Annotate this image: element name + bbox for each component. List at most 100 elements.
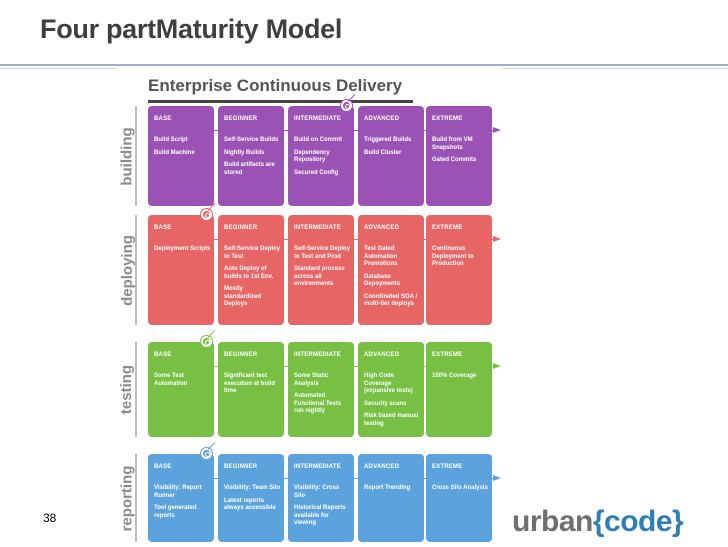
cell-item: Historical Reports available for viewing — [294, 505, 346, 526]
cell-items: Significant test execution at build time — [224, 373, 281, 401]
target-icon — [201, 336, 212, 347]
cell-item: Secured Config — [294, 169, 339, 176]
cell-items: Deployment Scripts — [154, 246, 211, 259]
target-dart-icon — [207, 442, 216, 450]
cell-item: Security scans — [364, 400, 407, 407]
cell-items: Report Trending — [364, 485, 421, 498]
cell-heading: ADVANCED — [364, 352, 400, 358]
maturity-cell: ADVANCED Report Trending — [358, 454, 424, 542]
cell-item: Some Test Automation — [154, 373, 188, 387]
cell-item: Tool generated reports — [154, 505, 197, 519]
title-divider — [0, 64, 728, 66]
cell-heading: ADVANCED — [364, 116, 400, 122]
maturity-cell: ADVANCED High Code Coverage (expansive te… — [358, 342, 424, 437]
logo-text-urban: urban — [512, 505, 593, 538]
cell-item: Cross Silo Analysis — [432, 485, 488, 491]
page-number: 38 — [43, 511, 57, 525]
maturity-cell: BASE Some Test Automation — [148, 342, 214, 437]
progress-arrow — [148, 236, 501, 242]
cell-item: Build on Commit — [294, 137, 342, 143]
cell-item: Visibility: Cross Silo — [294, 485, 340, 499]
progress-arrow — [148, 127, 501, 133]
cell-item: Auto Deploy of builds to 1st Env. — [224, 266, 274, 280]
cell-item: Self-Service Builds — [224, 137, 279, 143]
cell-heading: ADVANCED — [364, 225, 400, 231]
cell-heading: BEGINNER — [224, 225, 258, 231]
row-label-text: building — [118, 126, 136, 186]
row-label: deploying — [114, 215, 140, 325]
cell-item: Build Machine — [154, 149, 195, 156]
row-divider-line — [135, 454, 137, 542]
cell-item: Dependency Repository — [294, 149, 330, 164]
maturity-row-testing: testing BASE Some Test Automation BEGINNER S… — [114, 330, 502, 437]
cell-items: 100% Coverage — [432, 373, 489, 386]
maturity-cell: ADVANCED Test Gated Automation Promotions… — [358, 215, 424, 325]
cell-items: High Code Coverage (expansive tests) Secu… — [364, 373, 421, 433]
cell-heading: EXTREME — [432, 225, 463, 231]
cell-item: Continuous Deployment to Production — [432, 246, 474, 267]
cell-item: Self-Service Deploy to Test and Prod — [294, 246, 351, 260]
cell-item: Build from VM Snapshots — [432, 137, 473, 151]
cell-heading: BASE — [154, 352, 172, 358]
row-divider-line — [135, 342, 137, 437]
row-label: testing — [114, 342, 140, 437]
cell-heading: ADVANCED — [364, 464, 400, 470]
target-icon — [341, 100, 352, 111]
cell-heading: BEGINNER — [224, 352, 258, 358]
cell-item: Triggered Builds — [364, 137, 412, 143]
row-label: reporting — [114, 454, 140, 542]
cell-item: Gated Commits — [432, 157, 477, 163]
cell-item: Build Script — [154, 137, 188, 143]
cell-item: Risk based manual testing — [364, 413, 419, 427]
cell-item: Visibility: Report Runner — [154, 485, 202, 499]
cell-item: Some Static Analysis — [294, 373, 329, 387]
cell-heading: EXTREME — [432, 116, 463, 122]
slide-title: Four partMaturity Model — [40, 14, 343, 44]
logo-text-code: {code} — [592, 505, 684, 538]
cell-item: Test Gated Automation Promotions — [364, 246, 398, 267]
cell-items: Cross Silo Analysis — [432, 485, 489, 498]
cell-item: Mostly standardized Deploys — [224, 286, 262, 307]
cell-heading: BEGINNER — [224, 464, 258, 470]
cell-heading: BASE — [154, 116, 172, 122]
figure-title-underline — [148, 100, 413, 103]
cell-item: Deployment Scripts — [154, 246, 211, 252]
cell-heading: INTERMEDIATE — [294, 352, 341, 358]
cell-item: Significant test execution at build time — [224, 373, 276, 394]
row-divider-line — [135, 215, 137, 325]
progress-arrow — [148, 363, 501, 369]
cell-heading: INTERMEDIATE — [294, 116, 341, 122]
cell-item: Build artifacts are stored — [224, 162, 275, 176]
cell-item: Report Trending — [364, 485, 411, 491]
cell-item: High Code Coverage (expansive tests) — [364, 373, 413, 394]
cell-heading: EXTREME — [432, 464, 463, 470]
cell-heading: INTERMEDIATE — [294, 464, 341, 470]
target-dart-icon — [207, 330, 216, 338]
cell-item: Coordinated SOA / multi-tier deploys — [364, 293, 418, 308]
cell-item: Latest reports always accessible — [224, 497, 276, 512]
urbancode-logo: urban{code} — [512, 505, 684, 539]
cell-heading: BEGINNER — [224, 116, 258, 122]
